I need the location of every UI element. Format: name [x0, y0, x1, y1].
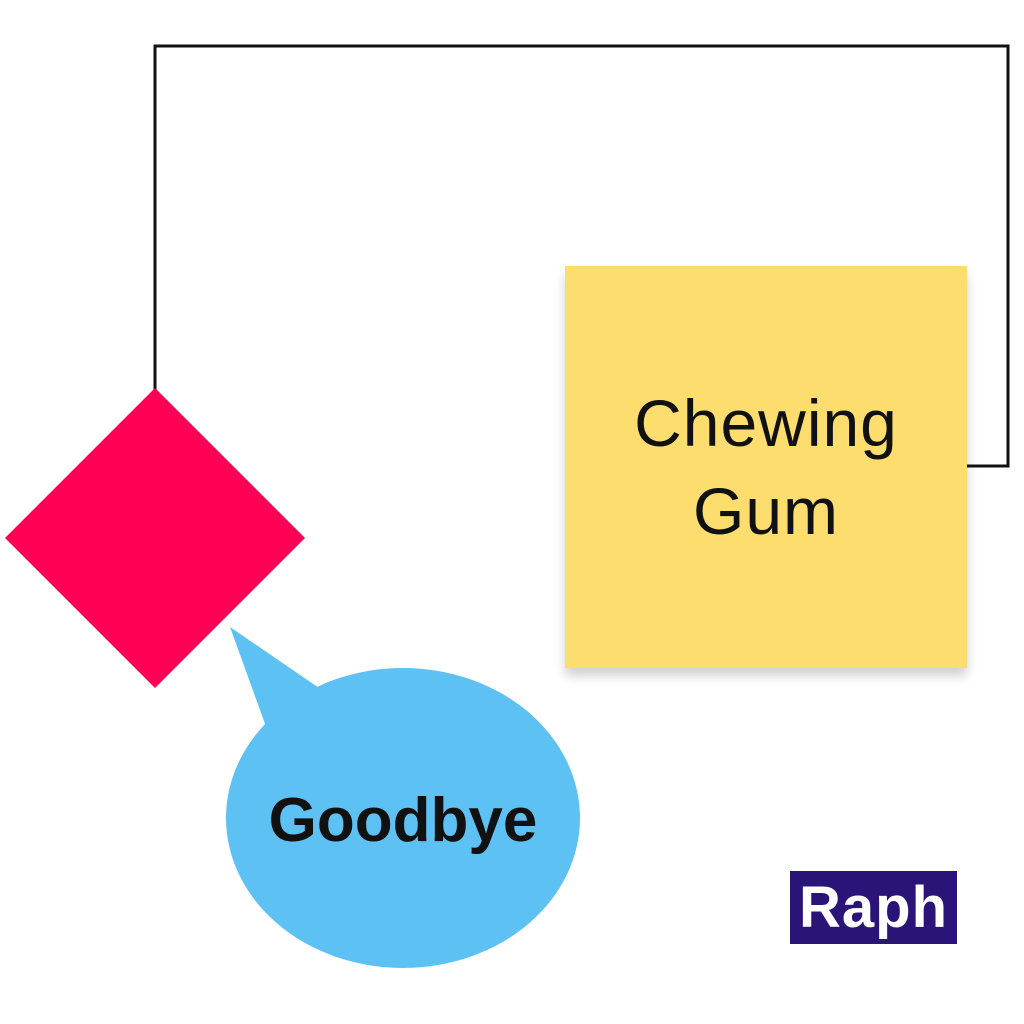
speech-bubble-label: Goodbye	[269, 786, 538, 855]
name-tag[interactable]: Raph	[790, 871, 957, 944]
elbow-connector-line[interactable]	[153, 44, 1010, 468]
name-tag-label: Raph	[799, 875, 948, 940]
speech-bubble[interactable]: Goodbye	[226, 627, 580, 968]
speech-bubble-body	[226, 668, 580, 968]
diamond-shape[interactable]	[5, 388, 305, 688]
sticky-note-text: Chewing Gum	[634, 386, 898, 548]
sticky-note[interactable]: Chewing Gum	[565, 266, 967, 668]
